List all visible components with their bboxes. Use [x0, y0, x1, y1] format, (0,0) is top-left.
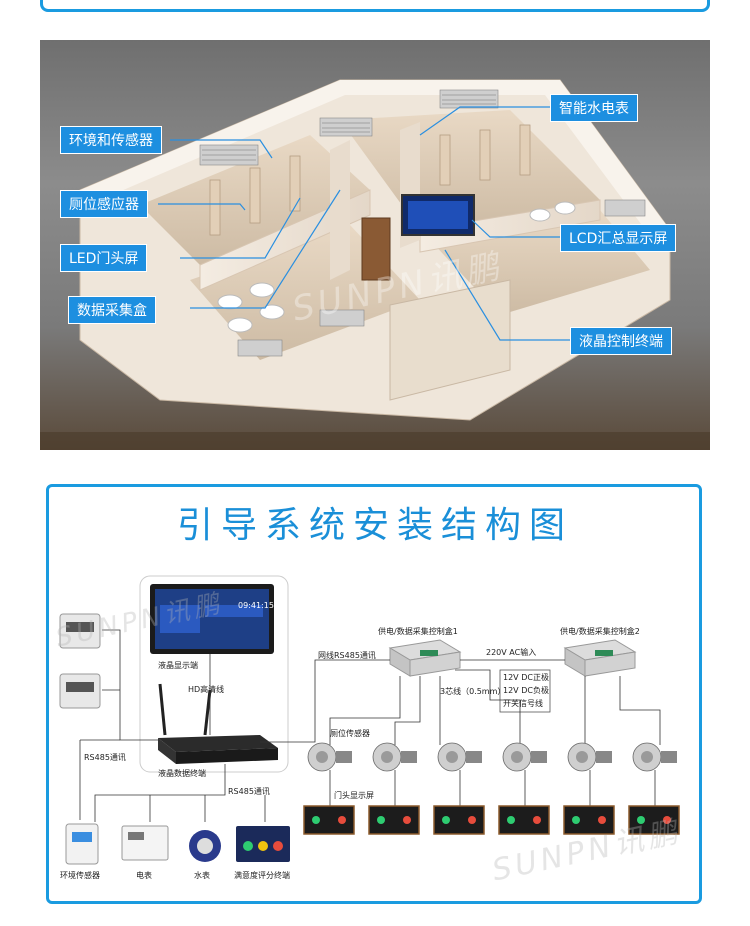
callout-water-meter: 智能水电表 — [550, 94, 638, 122]
label-lcd-display: 液晶显示端 — [158, 661, 198, 670]
label-satisfaction-terminal: 满意度评分终端 — [234, 871, 290, 880]
label-ac-input: 220V AC输入 — [486, 648, 537, 657]
label-hd-cable: HD高清线 — [188, 685, 225, 694]
restroom-3d-render: 环境和传感器 厕位感应器 LED门头屏 数据采集盒 智能水电表 LCD汇总显示屏… — [40, 40, 710, 450]
label-stall-sensor: 厕位传感器 — [330, 729, 370, 738]
callout-led-door-screen: LED门头屏 — [60, 244, 148, 272]
callout-stall-sensor: 厕位感应器 — [60, 190, 148, 218]
label-dc-positive: 12V DC正极 — [503, 673, 549, 682]
label-env-sensor: 环境传感器 — [60, 871, 100, 880]
label-net-rs485: 网线RS485通讯 — [318, 651, 376, 660]
top-frame-border — [40, 0, 710, 12]
label-control-box-2: 供电/数据采集控制盒2 — [560, 627, 640, 636]
label-lcd-data-terminal: 液晶数据终端 — [158, 769, 206, 778]
restroom-render-graphic — [40, 79, 710, 450]
screen-time: 09:41:15 — [238, 601, 274, 610]
label-power-meter: 电表 — [136, 871, 152, 880]
label-door-screen: 门头显示屏 — [334, 791, 374, 800]
callout-env-sensor: 环境和传感器 — [60, 126, 162, 154]
label-dc-negative: 12V DC负极 — [503, 686, 549, 695]
label-three-core: 3芯线（0.5mm） — [440, 687, 506, 696]
label-switch-signal: 开关信号线 — [503, 699, 543, 708]
label-rs485-bottom: RS485通讯 — [228, 787, 270, 796]
label-water-meter: 水表 — [194, 871, 210, 880]
diagram-title: 引导系统安装结构图 — [176, 505, 573, 546]
callout-data-box: 数据采集盒 — [68, 296, 156, 324]
label-rs485-left: RS485通讯 — [84, 753, 126, 762]
callout-lcd-terminal: 液晶控制终端 — [570, 327, 672, 355]
label-control-box-1: 供电/数据采集控制盒1 — [378, 627, 458, 636]
callout-lcd-screen: LCD汇总显示屏 — [560, 224, 677, 252]
